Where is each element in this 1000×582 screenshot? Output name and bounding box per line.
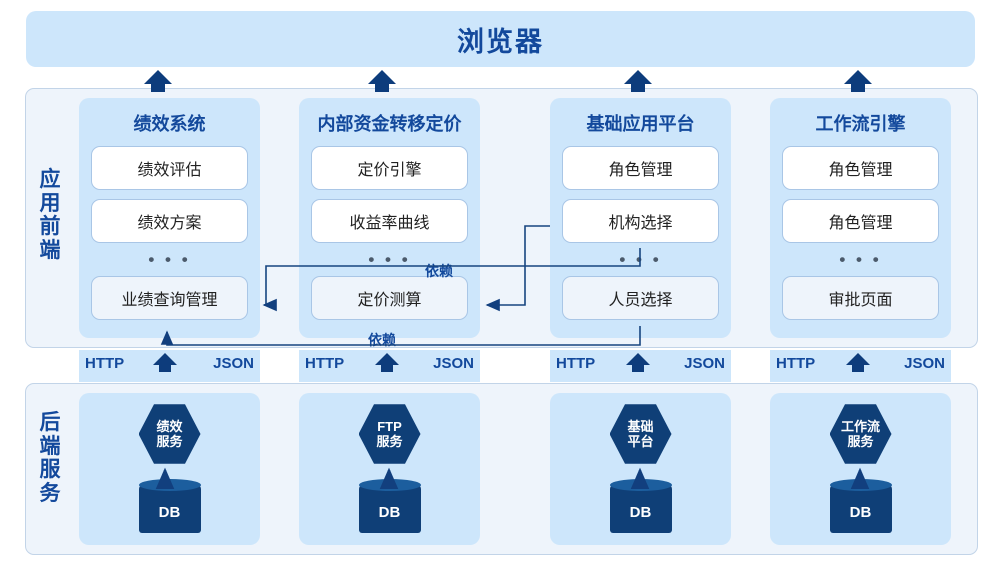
- protocol-band-performance: HTTP JSON: [79, 350, 260, 382]
- app-column-ftp[interactable]: 内部资金转移定价 定价引擎 收益率曲线 • • • 定价测算: [299, 98, 480, 338]
- module-box[interactable]: 角色管理: [782, 199, 939, 243]
- http-label: HTTP: [85, 355, 125, 372]
- service-name-line2: 平台: [627, 434, 654, 449]
- module-box[interactable]: 角色管理: [562, 146, 719, 190]
- database-label: DB: [378, 503, 401, 521]
- app-column-performance[interactable]: 绩效系统 绩效评估 绩效方案 • • • 业绩查询管理: [79, 98, 260, 338]
- service-hexagon[interactable]: FTP 服务: [358, 404, 421, 464]
- service-name-line2: 服务: [376, 434, 403, 449]
- app-column-title: 绩效系统: [133, 114, 206, 134]
- protocol-band-ftp: HTTP JSON: [299, 350, 480, 382]
- service-name-line1: 工作流: [840, 418, 880, 434]
- service-column-ftp[interactable]: FTP 服务 DB: [299, 393, 480, 545]
- database-cylinder[interactable]: DB: [138, 479, 201, 533]
- module-box[interactable]: 审批页面: [782, 276, 939, 320]
- ellipsis-indicator: • • •: [619, 250, 662, 269]
- protocol-band-workflow: HTTP JSON: [770, 350, 951, 382]
- http-label: HTTP: [776, 355, 816, 372]
- service-hexagon[interactable]: 绩效 服务: [138, 404, 201, 464]
- module-box[interactable]: 收益率曲线: [311, 199, 468, 243]
- dependency-label-top: 依赖: [425, 263, 453, 279]
- dependency-label-bottom: 依赖: [368, 332, 396, 348]
- module-box[interactable]: 定价引擎: [311, 146, 468, 190]
- app-column-title: 工作流引擎: [815, 114, 906, 134]
- service-name-line1: 基础: [627, 418, 654, 434]
- database-label: DB: [629, 503, 652, 521]
- app-column-title: 内部资金转移定价: [317, 114, 462, 134]
- module-box[interactable]: 人员选择: [562, 276, 719, 320]
- service-name-line1: FTP: [377, 418, 402, 434]
- module-box[interactable]: 定价测算: [311, 276, 468, 320]
- json-label: JSON: [904, 355, 945, 372]
- backend-layer-label: 后端服务: [39, 411, 61, 506]
- json-label: JSON: [433, 355, 474, 372]
- json-label: JSON: [684, 355, 725, 372]
- service-hexagon[interactable]: 基础 平台: [609, 404, 672, 464]
- service-column-performance[interactable]: 绩效 服务 DB: [79, 393, 260, 545]
- ellipsis-indicator: • • •: [148, 250, 191, 269]
- http-label: HTTP: [556, 355, 596, 372]
- frontend-layer-label: 应用前端: [39, 168, 61, 263]
- json-label: JSON: [213, 355, 254, 372]
- database-cylinder[interactable]: DB: [609, 479, 672, 533]
- protocol-arrows: [153, 353, 870, 372]
- service-name-line2: 服务: [156, 434, 183, 449]
- module-box[interactable]: 绩效方案: [91, 199, 248, 243]
- app-column-workflow[interactable]: 工作流引擎 角色管理 角色管理 • • • 审批页面: [770, 98, 951, 338]
- http-label: HTTP: [305, 355, 345, 372]
- module-box[interactable]: 业绩查询管理: [91, 276, 248, 320]
- database-label: DB: [158, 503, 181, 521]
- database-cylinder[interactable]: DB: [358, 479, 421, 533]
- module-box[interactable]: 角色管理: [782, 146, 939, 190]
- service-column-platform[interactable]: 基础 平台 DB: [550, 393, 731, 545]
- browser-layer: 浏览器: [26, 11, 975, 67]
- service-name-line1: 绩效: [156, 418, 183, 434]
- module-box[interactable]: 机构选择: [562, 199, 719, 243]
- browser-title: 浏览器: [457, 26, 544, 57]
- database-cylinder[interactable]: DB: [829, 479, 892, 533]
- app-column-title: 基础应用平台: [586, 114, 695, 134]
- service-column-workflow[interactable]: 工作流 服务 DB: [770, 393, 951, 545]
- protocol-band-platform: HTTP JSON: [550, 350, 731, 382]
- database-label: DB: [849, 503, 872, 521]
- service-hexagon[interactable]: 工作流 服务: [829, 404, 892, 464]
- app-column-platform[interactable]: 基础应用平台 角色管理 机构选择 • • • 人员选择: [550, 98, 731, 338]
- ellipsis-indicator: • • •: [839, 250, 882, 269]
- module-box[interactable]: 绩效评估: [91, 146, 248, 190]
- service-name-line2: 服务: [847, 434, 874, 449]
